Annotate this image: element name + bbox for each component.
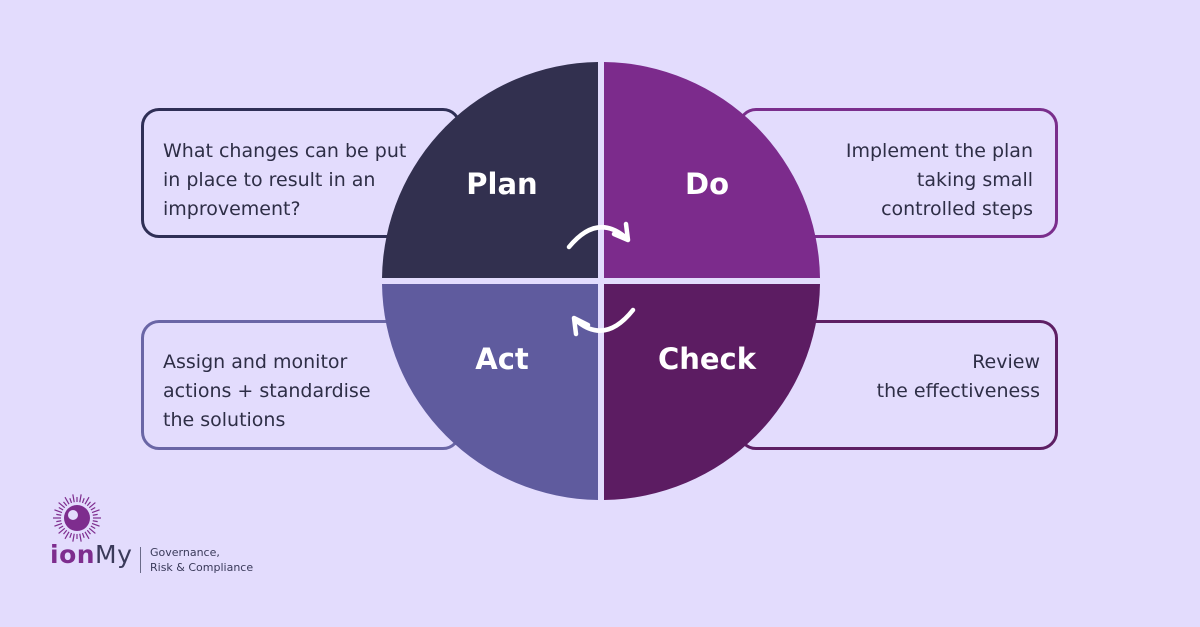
brand-tagline: Governance, Risk & Compliance (150, 545, 253, 575)
brand-tagline-line1: Governance, (150, 546, 220, 559)
act-quadrant (382, 284, 598, 500)
plan-label: Plan (466, 167, 537, 201)
act-description: Assign and monitor actions + standardise… (163, 351, 371, 431)
brand-divider (140, 547, 141, 573)
brand-name-bold: ion (50, 540, 96, 569)
plan-quadrant (382, 62, 598, 278)
act-label: Act (475, 342, 529, 376)
brand-wordmark: ionMy (50, 540, 132, 569)
check-label: Check (658, 342, 757, 376)
do-description: Implement the plan taking small controll… (845, 140, 1033, 220)
eye-sunburst-icon (53, 494, 101, 542)
brand-tagline-line2: Risk & Compliance (150, 561, 254, 574)
check-description: Review the effectiveness (876, 351, 1040, 402)
cycle-arrows-icon (566, 221, 636, 337)
do-quadrant (604, 62, 820, 278)
check-quadrant (604, 284, 820, 500)
brand-name-regular: My (95, 540, 133, 569)
plan-description: What changes can be put in place to resu… (163, 140, 407, 220)
do-label: Do (685, 167, 729, 201)
